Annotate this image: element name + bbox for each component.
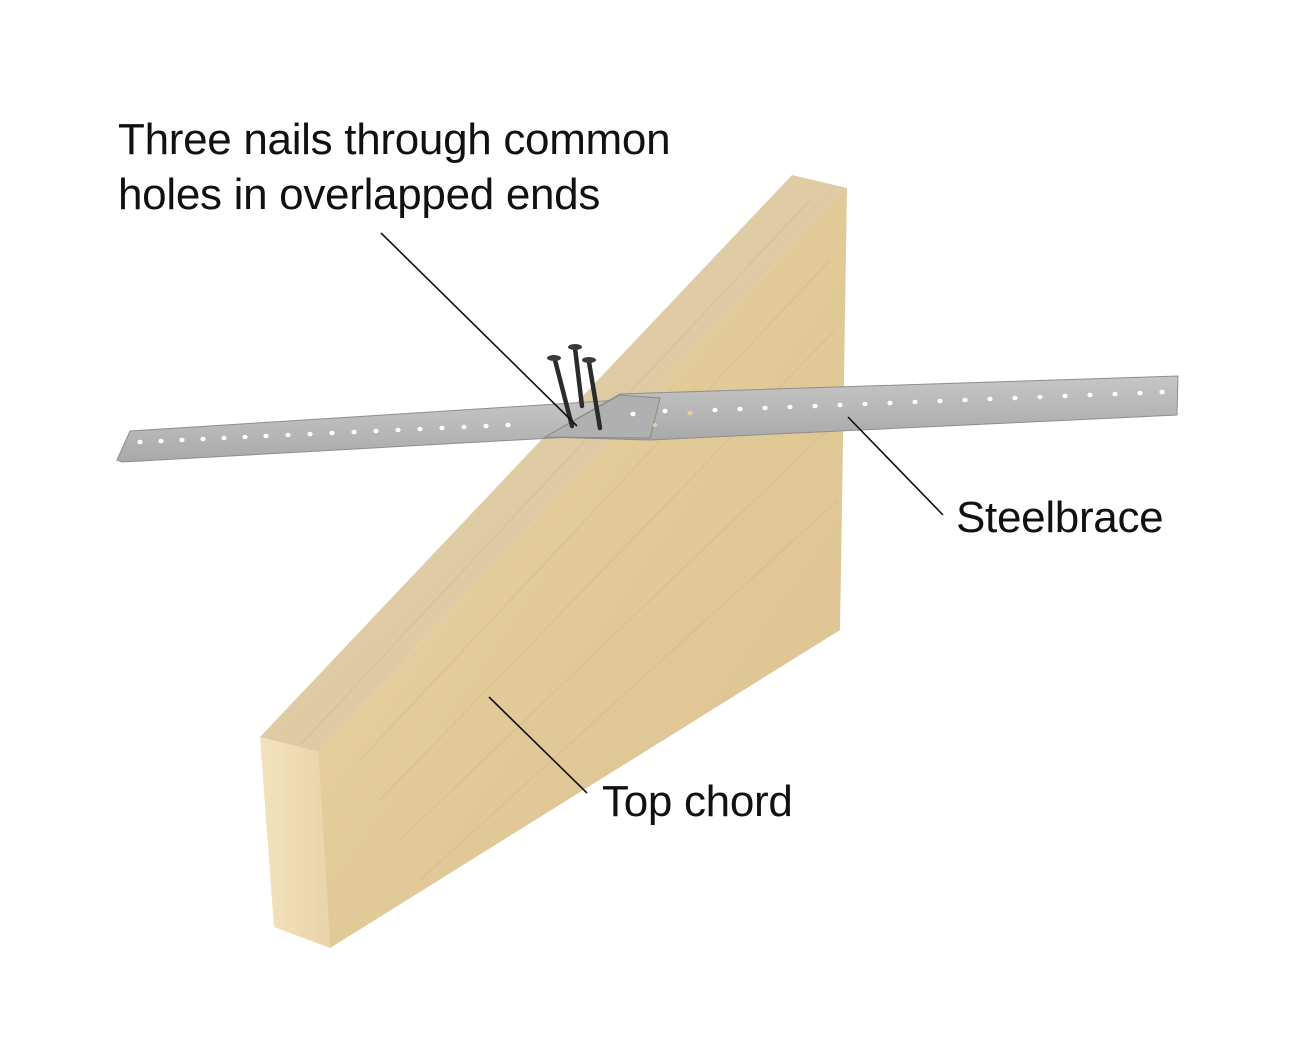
top-chord-label: Top chord bbox=[602, 777, 793, 826]
leader-lines bbox=[380, 232, 944, 794]
nails-label-line-1: Three nails through common bbox=[118, 115, 671, 164]
top-chord-timber bbox=[260, 175, 847, 948]
timber-side-face bbox=[318, 188, 847, 948]
timber-end-face bbox=[260, 737, 330, 948]
steel-brace-holes-overlap bbox=[652, 410, 693, 427]
nail-2 bbox=[568, 344, 585, 409]
nail-3 bbox=[582, 357, 603, 431]
leader-line-nails bbox=[380, 232, 578, 427]
steel-brace-holes-right bbox=[630, 389, 1165, 417]
leader-line-top-chord bbox=[488, 696, 588, 794]
nail-1 bbox=[547, 355, 575, 429]
steel-brace-right-strap bbox=[543, 375, 1179, 441]
steelbrace-label: Steelbrace bbox=[956, 493, 1164, 542]
nails-label-line-2: holes in overlapped ends bbox=[118, 170, 601, 219]
nails bbox=[547, 344, 603, 431]
nails-label: Three nails through common holes in over… bbox=[118, 112, 671, 222]
timber-top-face bbox=[260, 175, 847, 752]
steel-brace-holes-left bbox=[137, 422, 511, 445]
leader-line-steelbrace bbox=[847, 416, 944, 516]
